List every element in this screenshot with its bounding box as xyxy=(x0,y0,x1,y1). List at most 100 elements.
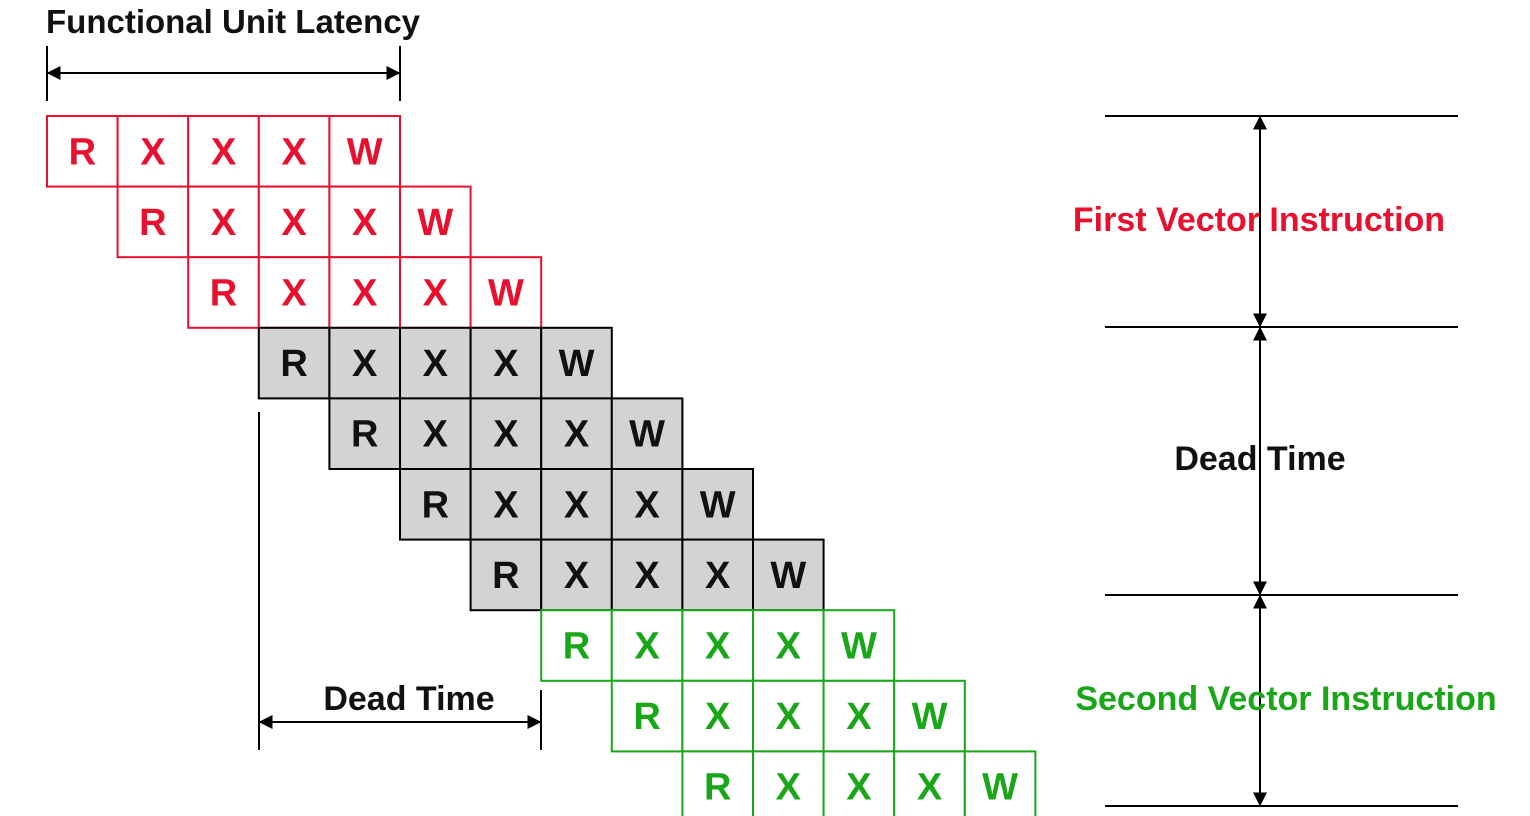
cell-box xyxy=(681,750,755,816)
pipeline-cell: X xyxy=(610,538,684,612)
stage-label-w: W xyxy=(488,273,524,315)
stage-label-x: X xyxy=(423,414,449,456)
stage-label-x: X xyxy=(564,555,590,597)
stage-label-x: X xyxy=(493,484,519,526)
pipeline-cell: X xyxy=(752,679,825,753)
stage-label-x: X xyxy=(917,767,943,809)
pipeline-cell: X xyxy=(540,468,613,541)
pipeline-cell: X xyxy=(752,609,825,682)
stage-label-x: X xyxy=(281,273,307,315)
stage-label-r: R xyxy=(139,202,166,244)
pipeline-cell: X xyxy=(187,185,260,259)
stage-label-r: R xyxy=(704,767,731,809)
stage-label-x: X xyxy=(423,273,449,315)
stage-label-r: R xyxy=(492,555,519,597)
pipeline-cell: X xyxy=(328,185,401,259)
pipeline-cell: X xyxy=(610,468,684,541)
timeline-scale xyxy=(1105,115,1458,807)
stage-label-x: X xyxy=(846,696,872,738)
cell-box xyxy=(822,750,896,816)
dead-time-label: Dead Time xyxy=(323,680,494,718)
pipeline-cell: X xyxy=(752,750,825,816)
cell-box xyxy=(257,326,331,400)
pipeline-cell: X xyxy=(257,115,331,188)
pipeline-cell: W xyxy=(893,679,966,753)
stage-label-r: R xyxy=(633,696,660,738)
cell-box xyxy=(257,115,331,188)
cell-box xyxy=(610,609,684,682)
pipeline-cell: W xyxy=(822,609,896,682)
pipeline-cell: W xyxy=(752,538,825,612)
stage-label-w: W xyxy=(629,414,665,456)
pipeline-cell: W xyxy=(399,185,472,259)
stage-label-w: W xyxy=(770,555,806,597)
stage-label-w: W xyxy=(841,626,877,668)
pipeline-cell: R xyxy=(46,115,119,188)
stage-label-x: X xyxy=(846,767,872,809)
stage-label-r: R xyxy=(422,484,449,526)
stage-label-x: X xyxy=(564,414,590,456)
pipeline-cell: X xyxy=(399,326,472,400)
cell-box xyxy=(469,538,543,612)
pipeline-cell: R xyxy=(681,750,755,816)
cell-box xyxy=(610,679,684,753)
stage-label-x: X xyxy=(423,343,449,385)
pipeline-cell: W xyxy=(328,115,401,188)
cell-box xyxy=(399,256,472,329)
pipeline-cell: X xyxy=(893,750,966,816)
cell-box xyxy=(540,538,613,612)
stage-label-r: R xyxy=(280,343,307,385)
cell-box xyxy=(540,326,613,400)
pipeline-cell: X xyxy=(257,185,331,259)
pipeline-cell: R xyxy=(187,256,260,329)
pipeline-cell: X xyxy=(681,679,755,753)
stage-label-x: X xyxy=(352,202,378,244)
stage-label-x: X xyxy=(281,131,307,173)
pipeline-cell: X xyxy=(540,397,613,470)
stage-label-w: W xyxy=(347,131,383,173)
stage-label-x: X xyxy=(493,343,519,385)
pipeline-cell: X xyxy=(328,326,401,400)
pipeline-cell: X xyxy=(399,397,472,470)
stage-label-x: X xyxy=(705,626,731,668)
cell-box xyxy=(540,397,613,470)
pipeline-cell: X xyxy=(328,256,401,329)
cell-box xyxy=(328,326,401,400)
stage-label-r: R xyxy=(563,626,590,668)
dead-time-dimension xyxy=(258,412,542,750)
cell-box xyxy=(963,750,1037,816)
diagram-title: Functional Unit Latency xyxy=(46,3,421,40)
cell-box xyxy=(681,609,755,682)
cell-box xyxy=(46,115,119,188)
pipeline-cell: W xyxy=(681,468,755,541)
cell-box xyxy=(187,256,260,329)
stage-label-x: X xyxy=(352,273,378,315)
stage-label-x: X xyxy=(634,626,660,668)
stage-label-x: X xyxy=(211,202,237,244)
first-vector-label: First Vector Instruction xyxy=(1073,201,1445,239)
pipeline-cell: X xyxy=(610,609,684,682)
cell-box xyxy=(257,256,331,329)
stage-label-r: R xyxy=(69,131,96,173)
cell-box xyxy=(681,468,755,541)
stage-label-w: W xyxy=(559,343,595,385)
pipeline-cell: R xyxy=(257,326,331,400)
pipeline-cell: W xyxy=(610,397,684,470)
cell-box xyxy=(399,326,472,400)
pipeline-cell: X xyxy=(187,115,260,188)
pipeline-cell: X xyxy=(822,679,896,753)
cell-box xyxy=(540,609,613,682)
stage-label-x: X xyxy=(776,696,802,738)
cell-box xyxy=(610,468,684,541)
pipeline-cell: R xyxy=(116,185,190,259)
pipeline-cell: X xyxy=(469,468,543,541)
